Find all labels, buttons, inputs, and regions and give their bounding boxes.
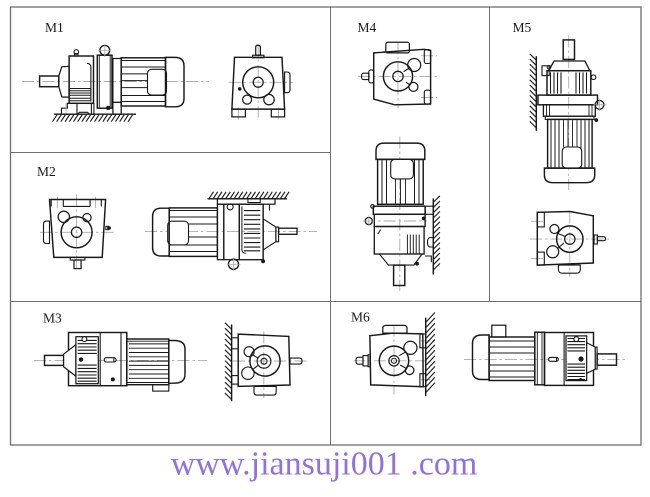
svg-text:M4: M4 <box>358 20 377 35</box>
svg-text:M2: M2 <box>37 164 56 179</box>
svg-text:M1: M1 <box>45 20 64 35</box>
svg-text:M6: M6 <box>351 310 370 325</box>
svg-text:M5: M5 <box>513 20 532 35</box>
svg-text:www.jiansuji001 .com: www.jiansuji001 .com <box>171 446 478 483</box>
svg-text:M3: M3 <box>43 311 62 326</box>
